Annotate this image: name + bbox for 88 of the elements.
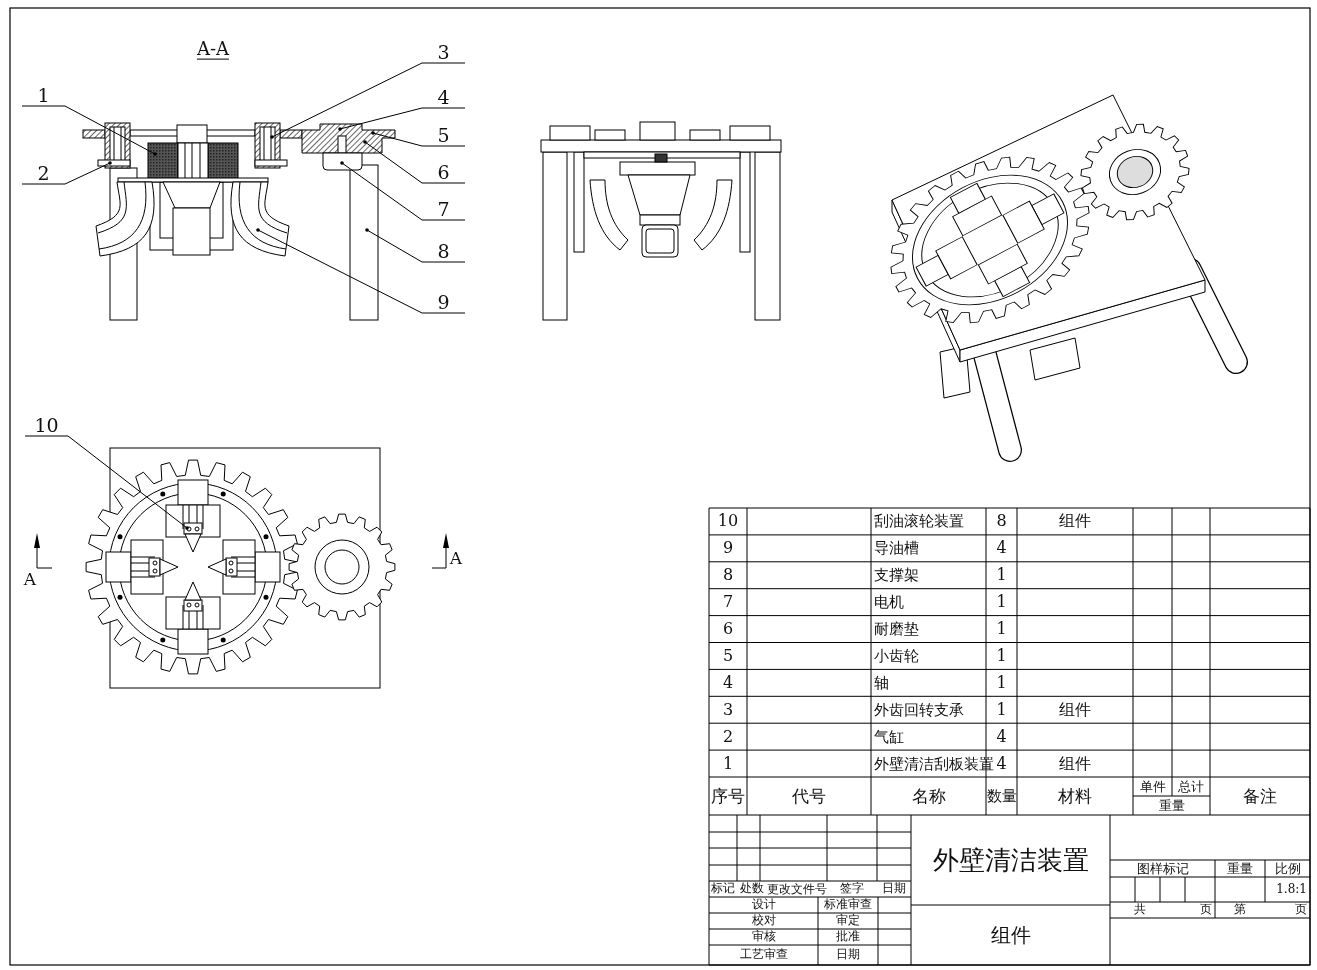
leader-line — [270, 62, 466, 139]
quantity: 1 — [996, 620, 1007, 638]
part-name: 小齿轮 — [874, 647, 919, 665]
part-number: 5 — [722, 647, 734, 665]
title-block-label: 图样标记 — [1136, 861, 1189, 876]
callout-number: 4 — [422, 86, 465, 107]
leader-line — [363, 140, 466, 184]
view-label: A-A — [196, 38, 230, 60]
title-block-label: 审定 — [836, 914, 860, 928]
part-number: 1 — [722, 754, 734, 773]
part-number: 4 — [722, 674, 734, 692]
quantity: 4 — [996, 727, 1007, 746]
title-block-label: 日期 — [836, 948, 860, 962]
callout-number: 8 — [422, 240, 465, 261]
part-name: 支撑架 — [874, 567, 919, 584]
column-header: 名称 — [911, 786, 946, 806]
callout-number: 6 — [422, 161, 465, 182]
quantity: 4 — [996, 754, 1007, 773]
callout-number: 2 — [22, 162, 65, 183]
part-name: 耐磨垫 — [874, 620, 919, 638]
material: 组件 — [1059, 700, 1091, 719]
section-letter: A — [23, 569, 37, 589]
callout-number: 5 — [422, 124, 465, 145]
title-block-label: 更改文件号 — [767, 882, 827, 896]
drawing-subtitle: 组件 — [990, 924, 1031, 946]
material: 组件 — [1059, 754, 1091, 773]
title-block-label: 重量 — [1227, 861, 1253, 876]
part-name: 导油槽 — [874, 540, 919, 557]
quantity: 1 — [996, 566, 1007, 585]
title-block-label: 批准 — [836, 930, 860, 944]
callout-number: 1 — [22, 84, 65, 105]
material: 组件 — [1059, 512, 1091, 531]
part-number: 3 — [722, 700, 734, 719]
part-number: 8 — [722, 566, 734, 585]
leader-line — [21, 161, 112, 185]
column-header: 材料 — [1058, 786, 1092, 806]
title-block-label: 比例 — [1274, 861, 1301, 876]
callout-number: 10 — [25, 414, 68, 435]
quantity: 1 — [996, 593, 1007, 611]
title-block-label: 页 — [1295, 903, 1307, 917]
leader-line — [256, 228, 466, 314]
column-header: 单件 — [1139, 779, 1166, 794]
part-name: 电机 — [874, 593, 904, 611]
column-header: 数量 — [986, 787, 1017, 805]
leader-line — [371, 131, 466, 147]
title-block-label: 页 — [1200, 903, 1212, 917]
part-name: 轴 — [874, 674, 889, 692]
part-name: 外壁清洁刮板装置 — [874, 755, 994, 772]
quantity: 1 — [996, 647, 1007, 665]
title-block-label: 处数 — [740, 882, 764, 896]
callout-number: 9 — [422, 291, 465, 312]
title-block-label: 日期 — [882, 882, 906, 896]
title-block-label: 第 — [1234, 903, 1246, 917]
leader-line — [365, 228, 466, 263]
quantity: 4 — [996, 539, 1007, 558]
callout-number: 7 — [422, 198, 465, 219]
callout-number: 3 — [422, 41, 465, 62]
leader-line — [338, 107, 466, 131]
leader-line — [340, 161, 466, 221]
quantity: 8 — [996, 512, 1007, 531]
title-block-label: 校对 — [751, 914, 776, 928]
title-block-label: 签字 — [840, 882, 864, 896]
leader-line — [24, 435, 189, 530]
title-block-label: 设计 — [751, 898, 776, 912]
column-header: 序号 — [711, 786, 745, 806]
quantity: 1 — [996, 674, 1007, 692]
column-header: 代号 — [792, 786, 826, 806]
title-block-label: 标记 — [711, 882, 735, 896]
column-header: 总计 — [1178, 779, 1204, 794]
part-number: 9 — [722, 539, 734, 558]
part-number: 2 — [722, 727, 734, 746]
part-name: 刮油滚轮装置 — [874, 513, 964, 530]
part-number: 10 — [717, 512, 739, 531]
scale-value: 1.8:1 — [1276, 882, 1307, 897]
title-block-label: 标准审查 — [824, 898, 872, 912]
quantity: 1 — [996, 700, 1007, 719]
drawing-title: 外壁清洁装置 — [932, 845, 1089, 875]
column-header: 重量 — [1158, 798, 1185, 813]
leader-line — [21, 105, 157, 156]
part-number: 7 — [722, 593, 734, 611]
title-block-label: 共 — [1134, 903, 1146, 917]
part-name: 外齿回转支承 — [874, 701, 964, 718]
part-number: 6 — [722, 620, 734, 638]
title-block-label: 审核 — [751, 930, 776, 944]
part-name: 气缸 — [874, 728, 904, 745]
title-block-label: 工艺审查 — [739, 948, 788, 962]
column-header: 备注 — [1243, 786, 1277, 806]
section-letter: A — [449, 548, 463, 568]
